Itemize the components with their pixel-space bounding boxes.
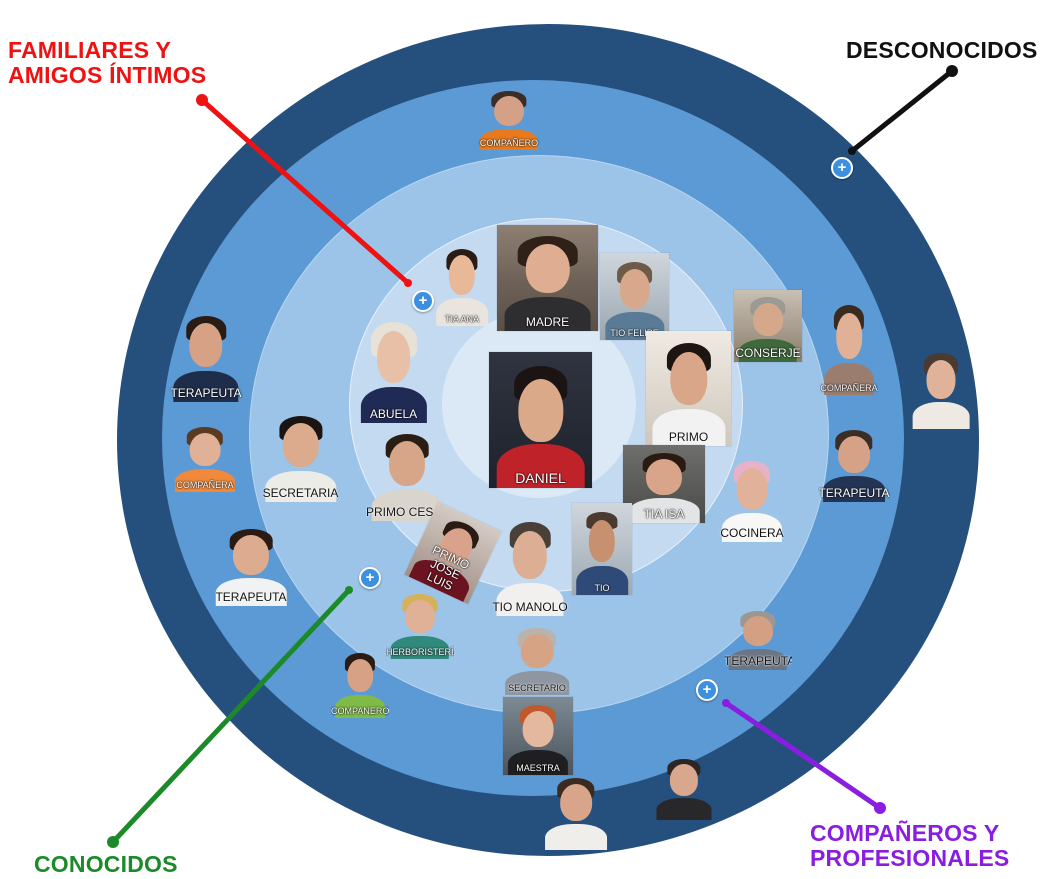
person-card-terapeuta-left[interactable]: TERAPEUTA — [168, 306, 244, 402]
person-card-madre[interactable]: MADRE — [497, 225, 598, 331]
person-card-outer-woman-bottom-left[interactable] — [540, 770, 612, 850]
callout-dot-desconocidos — [946, 65, 958, 77]
person-name: COMPAÑERO — [479, 138, 539, 148]
person-name: TIA ANA — [444, 314, 479, 324]
person-card-daniel[interactable]: DANIEL — [489, 352, 592, 488]
person-name: CONSERJE — [735, 346, 801, 360]
person-card-tio[interactable]: TIO — [572, 503, 632, 595]
person-name: DANIEL — [515, 470, 566, 486]
person-card-outer-woman-bottom-right[interactable] — [652, 752, 716, 820]
person-name: SECRETARIA — [262, 486, 339, 500]
person-card-companera-right[interactable]: COMPAÑERA — [820, 295, 878, 395]
label-familiares-amigos-intimos: FAMILIARES Y AMIGOS ÍNTIMOS — [8, 37, 207, 88]
person-name: TERAPEUTA — [818, 486, 890, 500]
person-name: MAESTRA — [516, 763, 560, 773]
person-name: TERAPEUTA — [170, 386, 242, 400]
person-name: SECRETARIO — [508, 683, 566, 693]
person-name: PRIMO CESAR — [366, 505, 448, 519]
add-person-button-familiares[interactable]: + — [412, 290, 434, 312]
person-card-terapeuta-right-low[interactable]: TERAPEUTA — [724, 604, 792, 670]
person-card-secretario[interactable]: SECRETARIO — [500, 621, 574, 695]
label-conocidos: CONOCIDOS — [34, 851, 178, 877]
person-card-abuela[interactable]: ABUELA — [355, 311, 432, 423]
callout-dot-conocidos — [107, 836, 119, 848]
person-name: TIO FELIPE — [610, 328, 659, 338]
person-card-secretaria[interactable]: SECRETARIA — [259, 406, 342, 502]
person-name: TIO — [594, 583, 610, 593]
add-person-button-conocidos[interactable]: + — [359, 567, 381, 589]
person-name: TIA ISA — [643, 507, 685, 521]
person-card-companero-bottom[interactable]: COMPANERO — [331, 646, 389, 718]
person-card-terapeuta-right[interactable]: TERAPEUTA — [818, 422, 890, 502]
person-name: COMPAÑERA — [176, 480, 234, 490]
person-name: TERAPEUTA — [724, 654, 792, 668]
person-card-companero-top[interactable]: COMPAÑERO — [475, 84, 543, 150]
person-card-cocinera[interactable]: COCINERA — [717, 452, 787, 542]
person-card-tio-felipe[interactable]: TIO FELIPE — [600, 253, 669, 340]
person-name: COMPAÑERA — [820, 383, 878, 393]
person-card-herboristeria[interactable]: HERBORISTERÍA — [386, 587, 454, 659]
person-card-tia-ana[interactable]: TIA ANA — [432, 240, 492, 326]
person-name: TERAPEUTA — [215, 590, 287, 604]
person-card-maestra[interactable]: MAESTRA — [503, 697, 573, 775]
callout-dot-companeros — [874, 802, 886, 814]
person-name: PRIMO — [668, 430, 709, 444]
person-name: COCINERA — [720, 526, 784, 540]
person-name: HERBORISTERÍA — [386, 647, 454, 657]
person-name: COMPANERO — [331, 706, 389, 716]
person-name: ABUELA — [369, 407, 418, 421]
add-person-button-companeros[interactable]: + — [696, 679, 718, 701]
person-card-primo-cesar[interactable]: PRIMO CESAR — [366, 424, 448, 521]
person-name: TIO MANOLO — [492, 600, 568, 614]
person-card-companera-left[interactable]: COMPAÑERA — [170, 420, 240, 492]
callout-dot-familiares — [196, 94, 208, 106]
label-desconocidos: DESCONOCIDOS — [846, 37, 1038, 63]
person-name: MADRE — [525, 315, 570, 329]
person-card-tio-manolo[interactable]: TIO MANOLO — [491, 512, 569, 616]
person-card-outer-woman-right[interactable] — [908, 345, 974, 429]
person-card-conserje[interactable]: CONSERJE — [734, 290, 802, 362]
label-companeros-profesionales: COMPAÑEROS Y PROFESIONALES — [810, 820, 1010, 871]
person-card-primo[interactable]: PRIMO — [646, 331, 731, 446]
person-card-terapeuta-left-low[interactable]: TERAPEUTA — [210, 520, 292, 606]
add-person-button-desconocidos[interactable]: + — [831, 157, 853, 179]
callout-line-desconocidos — [849, 68, 955, 154]
person-card-tia-isa[interactable]: TIA ISA — [623, 445, 705, 523]
